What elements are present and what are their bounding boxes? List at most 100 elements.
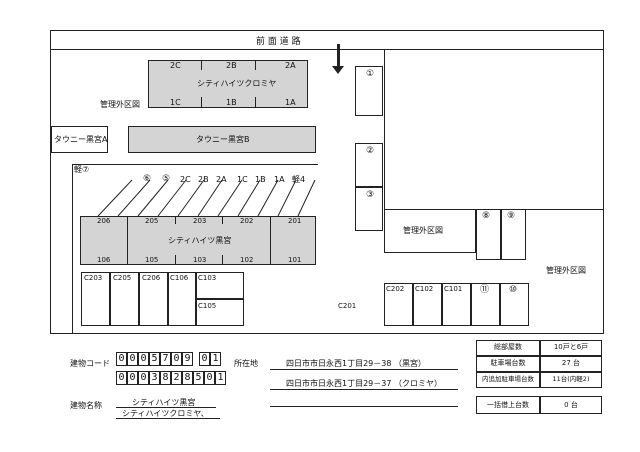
management-outside-label: 管理外区図 bbox=[546, 266, 586, 275]
code-digit: 0 bbox=[127, 352, 138, 366]
code-digit: 0 bbox=[116, 352, 127, 366]
parking-space bbox=[196, 272, 244, 299]
code-digit: 0 bbox=[116, 371, 127, 385]
entrance-arrow-shaft bbox=[337, 44, 340, 68]
divider bbox=[255, 97, 256, 108]
unit-label: 105 bbox=[145, 256, 159, 264]
parking-label: 1A bbox=[274, 175, 285, 184]
parking-label: ⑪ bbox=[480, 285, 490, 295]
location-label: 所在地 bbox=[234, 359, 258, 368]
building-townie-a bbox=[51, 126, 108, 153]
parking-label: 2B bbox=[198, 175, 209, 184]
info-label: 内追加駐車場台数 bbox=[476, 372, 540, 388]
parking-label: ③ bbox=[366, 190, 375, 200]
management-outside-label: 管理外区図 bbox=[403, 226, 443, 235]
parking-space bbox=[355, 187, 383, 231]
unit-label: 201 bbox=[288, 217, 302, 225]
parking-space bbox=[355, 66, 383, 116]
code-digit: 0 bbox=[138, 371, 149, 385]
code-digit: 2 bbox=[171, 371, 182, 385]
unit-label: 101 bbox=[288, 256, 302, 264]
unit-label: 203 bbox=[193, 217, 207, 225]
parking-space bbox=[110, 272, 139, 326]
underline bbox=[116, 407, 216, 408]
building-kuromiya bbox=[148, 60, 308, 108]
unit-label: 1C bbox=[170, 98, 181, 107]
site-boundary bbox=[50, 30, 604, 334]
code-suffix-digit: 1 bbox=[215, 371, 226, 385]
building-name-value: シティハイツクロミヤ、 bbox=[122, 409, 209, 418]
code-digit: 7 bbox=[160, 352, 171, 366]
parking-label: 2A bbox=[216, 175, 227, 184]
code-digit: 5 bbox=[149, 352, 160, 366]
parking-label: C103 bbox=[198, 274, 217, 282]
parking-label: C203 bbox=[84, 274, 103, 282]
unit-label: 2C bbox=[170, 61, 181, 70]
management-outside-area bbox=[384, 209, 476, 253]
unit-label: 206 bbox=[97, 217, 111, 225]
parking-label: C201 bbox=[338, 302, 357, 310]
parking-space bbox=[500, 283, 529, 326]
code-digit: 0 bbox=[138, 352, 149, 366]
underline bbox=[270, 406, 458, 407]
divider bbox=[222, 255, 223, 265]
parking-label: ⑩ bbox=[509, 285, 518, 295]
info-label: 一括借上台数 bbox=[476, 396, 540, 414]
divider bbox=[255, 60, 256, 70]
divider bbox=[127, 216, 128, 265]
divider bbox=[175, 255, 176, 265]
parking-label: ⑧ bbox=[482, 211, 491, 221]
code-digit: 9 bbox=[182, 352, 193, 366]
code-digit: 0 bbox=[127, 371, 138, 385]
building-townie-b bbox=[128, 126, 316, 153]
divider bbox=[222, 216, 223, 224]
parking-label: ② bbox=[366, 146, 375, 156]
parking-label: ⑨ bbox=[507, 211, 516, 221]
parking-space bbox=[168, 272, 196, 326]
address-value: 四日市市日永西1丁目29－37 （クロミヤ） bbox=[286, 379, 442, 388]
parking-label: C101 bbox=[444, 285, 463, 293]
parking-boundary bbox=[72, 164, 318, 165]
parking-label: C105 bbox=[198, 302, 217, 310]
unit-label: 2B bbox=[226, 61, 237, 70]
parking-boundary bbox=[72, 164, 73, 334]
parking-label: 2C bbox=[180, 175, 191, 184]
parking-space bbox=[384, 283, 413, 326]
parking-label: C102 bbox=[415, 285, 434, 293]
code-digit: 8 bbox=[160, 371, 171, 385]
building-name: タウニー黒宮A bbox=[54, 135, 108, 144]
divider bbox=[175, 216, 176, 224]
divider bbox=[201, 60, 202, 70]
lot-boundary bbox=[384, 49, 385, 209]
parking-label: 1B bbox=[255, 175, 266, 184]
info-value: 10戸と6戸 bbox=[540, 340, 602, 356]
parking-label: C206 bbox=[142, 274, 161, 282]
parking-space bbox=[355, 143, 383, 187]
code-digit: 0 bbox=[171, 352, 182, 366]
parking-label: ⑥ bbox=[143, 174, 152, 184]
unit-label: 106 bbox=[97, 256, 111, 264]
building-code-label: 建物コード bbox=[70, 359, 110, 368]
code-digit: 5 bbox=[193, 371, 204, 385]
code-suffix-digit: 0 bbox=[199, 352, 210, 366]
unit-label: 1B bbox=[226, 98, 237, 107]
parking-space bbox=[139, 272, 168, 326]
code-suffix-digit: 1 bbox=[210, 352, 221, 366]
parking-space bbox=[196, 299, 244, 326]
parking-space bbox=[81, 272, 110, 326]
unit-label: 205 bbox=[145, 217, 159, 225]
entrance-arrow-head bbox=[332, 66, 344, 74]
info-label: 総部屋数 bbox=[476, 340, 540, 356]
parking-label: C106 bbox=[170, 274, 189, 282]
underline bbox=[116, 418, 220, 419]
code-suffix-digit: 0 bbox=[204, 371, 215, 385]
parking-label: 軽⑦ bbox=[74, 165, 90, 174]
address-value: 四日市市日永西1丁目29－38 （黒宮） bbox=[286, 359, 426, 368]
building-name-value: シティハイツ黒宮 bbox=[132, 398, 196, 407]
road-line bbox=[50, 49, 604, 50]
parking-label: 軽4 bbox=[292, 175, 306, 184]
info-value: 27 台 bbox=[540, 356, 602, 372]
code-digit: 8 bbox=[182, 371, 193, 385]
parking-label: ⑤ bbox=[162, 174, 171, 184]
